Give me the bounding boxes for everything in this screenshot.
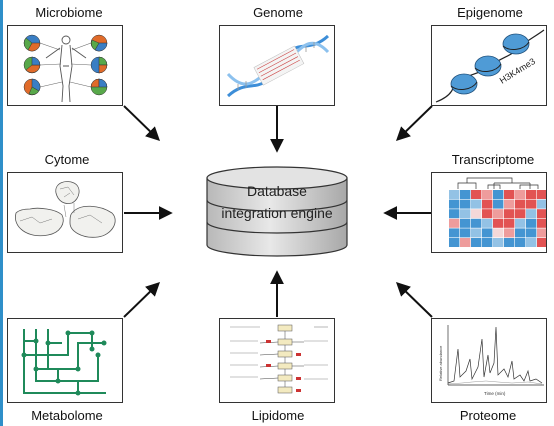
heatmap-cell (460, 190, 471, 199)
cytome-panel (7, 172, 123, 253)
microbiome-label: Microbiome (35, 5, 103, 20)
heatmap-cell (471, 228, 482, 238)
heatmap-cell (482, 209, 493, 219)
heatmap-cell (504, 199, 515, 209)
heatmap-cell (482, 190, 493, 199)
heatmap-cell (537, 190, 546, 199)
heatmap-cell (449, 228, 460, 238)
heatmap-cell (515, 190, 526, 199)
heatmap-cell (526, 209, 537, 219)
heatmap-cell (526, 199, 537, 209)
heatmap-cell (482, 228, 493, 238)
human-body-outline-icon (45, 35, 87, 103)
heatmap-cell (471, 209, 482, 219)
heatmap-cell (537, 209, 546, 219)
heatmap-cell (449, 218, 460, 228)
heatmap-cell (493, 238, 504, 247)
transcriptome-panel (431, 172, 547, 253)
database-cylinder (206, 166, 348, 257)
proteome-x-axis-label: Time (min) (484, 391, 506, 396)
left-accent-strip (0, 0, 3, 426)
heatmap-cell (493, 199, 504, 209)
lipidome-label: Lipidome (251, 408, 305, 423)
heatmap-cell (526, 190, 537, 199)
lipidome-panel (219, 318, 335, 403)
heatmap-cell (504, 218, 515, 228)
heatmap-cell (493, 218, 504, 228)
heatmap-cell (460, 218, 471, 228)
heatmap-cell (515, 209, 526, 219)
heatmap-cells (449, 190, 546, 247)
heatmap-cell (460, 228, 471, 238)
proteome-panel: Relative abundance Time (min) (431, 318, 547, 403)
microbiome-panel (7, 25, 123, 106)
proteome-y-axis-label: Relative abundance (438, 345, 443, 381)
heatmap-cell (493, 190, 504, 199)
heatmap-cell (537, 218, 546, 228)
heatmap-cell (449, 190, 460, 199)
chromatogram-plot (447, 325, 544, 386)
heatmap-cell (449, 209, 460, 219)
heatmap-cell (515, 238, 526, 247)
heatmap-cell (471, 238, 482, 247)
heatmap-cell (482, 238, 493, 247)
heatmap-cell (537, 238, 546, 247)
heatmap-cell (537, 199, 546, 209)
transcriptome-label: Transcriptome (451, 152, 535, 167)
heatmap-cell (460, 209, 471, 219)
heatmap-cell (504, 228, 515, 238)
proteome-label: Proteome (459, 408, 517, 423)
heatmap-cell (504, 209, 515, 219)
microbiome-pie-charts (23, 34, 108, 96)
sequence-block (253, 45, 305, 86)
heatmap-cell (482, 199, 493, 209)
lipid-pathway-diagram (230, 324, 328, 394)
epigenome-label: Epigenome (457, 5, 523, 20)
heatmap-cell (471, 218, 482, 228)
heatmap-cell (482, 218, 493, 228)
arrow-epigenome (395, 105, 433, 141)
arrow-microbiome (123, 105, 161, 141)
database-label: Database (247, 183, 307, 199)
heatmap-cell (460, 238, 471, 247)
dendrogram (457, 177, 539, 189)
heatmap-cell (515, 228, 526, 238)
metabolome-label: Metabolome (31, 408, 103, 423)
heatmap-cell (449, 199, 460, 209)
heatmap-cell (515, 218, 526, 228)
genome-label: Genome (253, 5, 303, 20)
heatmap-cell (493, 228, 504, 238)
heatmap-cell (526, 228, 537, 238)
heatmap-cell (504, 238, 515, 247)
heatmap-cell (449, 238, 460, 247)
heatmap-cell (515, 199, 526, 209)
heatmap-cell (493, 209, 504, 219)
heatmap-cell (526, 238, 537, 247)
integration-engine-label: integration engine (221, 205, 333, 221)
arrow-proteome (395, 282, 433, 318)
cytome-label: Cytome (44, 152, 90, 167)
metabolome-panel (7, 318, 123, 403)
heatmap-cell (537, 228, 546, 238)
epigenome-panel: H3K4me3 (431, 25, 547, 106)
genome-panel (219, 25, 335, 106)
heatmap-cell (460, 199, 471, 209)
heatmap-cell (504, 190, 515, 199)
flow-cytometry-plot (15, 181, 116, 238)
histone-mark-text: H3K4me3 (498, 56, 537, 86)
arrow-metabolome (123, 282, 161, 318)
heatmap-cell (471, 199, 482, 209)
heatmap-cell (526, 218, 537, 228)
heatmap-cell (471, 190, 482, 199)
